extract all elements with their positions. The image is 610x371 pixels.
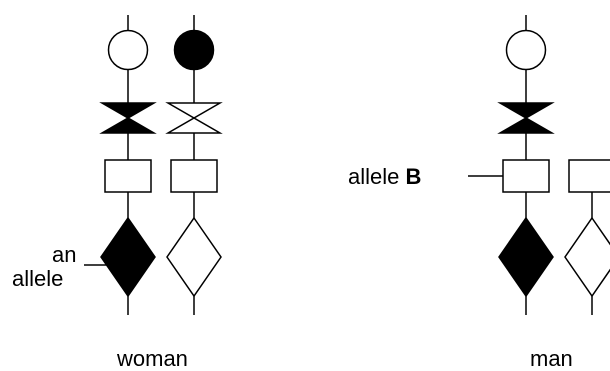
gene-rectangle-white: [104, 159, 152, 193]
gene-bowtie-white: [165, 102, 223, 134]
man-chromosome-right: [564, 159, 610, 315]
woman-chromosome-left: [99, 15, 157, 315]
man-chromosome-left: [497, 15, 555, 315]
gene-rectangle-white: [568, 159, 610, 193]
gene-bowtie-black: [99, 102, 157, 134]
gene-circle-white: [505, 29, 547, 71]
gene-circle-white: [107, 29, 149, 71]
gene-diamond-white: [166, 216, 222, 298]
man-label: man: [530, 346, 573, 371]
woman-label: woman: [117, 346, 188, 371]
gene-rectangle-white: [170, 159, 218, 193]
gene-diamond-black: [100, 216, 156, 298]
gene-bowtie-black: [497, 102, 555, 134]
an-allele-label-line1: an: [52, 242, 77, 267]
an-allele-label-line2: allele: [12, 266, 64, 291]
gene-circle-black: [173, 29, 215, 71]
gene-rectangle-white: [502, 159, 550, 193]
gene-diamond-white: [564, 216, 610, 298]
allele-b-prefix: allele: [348, 164, 406, 189]
gene-diamond-black: [498, 216, 554, 298]
allele-b-label: allele B: [348, 164, 421, 189]
allele-b-letter: B: [405, 164, 422, 189]
woman-chromosome-right: [165, 15, 223, 315]
